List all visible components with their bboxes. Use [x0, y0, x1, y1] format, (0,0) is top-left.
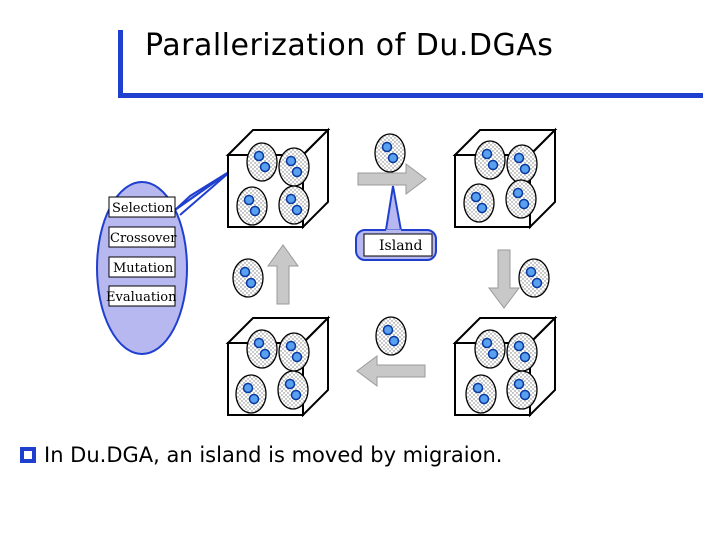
island-icon — [506, 332, 538, 372]
island-icon — [246, 142, 278, 182]
island-icon — [506, 370, 538, 410]
migrating-island-icon — [375, 316, 407, 356]
bullet-text: In Du.DGA, an island is moved by migraio… — [44, 443, 503, 467]
step-box-crossover — [108, 226, 176, 248]
island-icon — [278, 147, 310, 187]
migrating-island-icon — [232, 258, 264, 298]
island-callout-label: Island — [379, 238, 423, 254]
bullet-icon — [20, 447, 36, 463]
step-selection: Selection — [112, 201, 174, 216]
ga-steps-callout: Selection Crossover Mutation Evaluation — [96, 169, 233, 355]
island-icon — [465, 374, 497, 414]
slide-title: Parallerization of Du.DGAs — [145, 28, 554, 63]
step-box-selection — [108, 196, 176, 218]
island-icon — [236, 186, 268, 226]
island-icon — [505, 179, 537, 219]
island-icon — [474, 140, 506, 180]
island-callout: Island — [355, 185, 437, 261]
island-icon — [474, 329, 506, 369]
step-box-evaluation — [108, 285, 176, 307]
step-mutation: Mutation — [113, 261, 174, 276]
island-icon — [235, 374, 267, 414]
title-accent-vertical — [118, 30, 123, 98]
step-evaluation: Evaluation — [106, 290, 177, 305]
arrow-down-icon — [488, 249, 520, 309]
step-box-mutation — [108, 256, 176, 278]
island-icon — [246, 329, 278, 369]
arrow-up-icon — [267, 244, 299, 305]
arrow-left-icon — [356, 355, 426, 387]
migrating-island-icon — [374, 133, 406, 173]
migrating-island-icon — [518, 258, 550, 298]
island-icon — [278, 332, 310, 372]
island-icon — [278, 185, 310, 225]
title-accent-horizontal — [118, 93, 703, 98]
island-icon — [506, 144, 538, 184]
island-icon — [463, 183, 495, 223]
island-icon — [277, 370, 309, 410]
arrow-right-icon — [357, 163, 427, 195]
step-crossover: Crossover — [110, 231, 177, 246]
